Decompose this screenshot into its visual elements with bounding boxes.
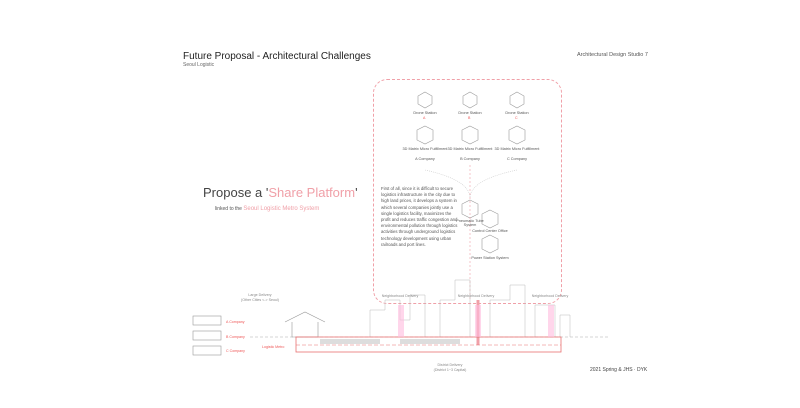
district-delivery: District Delivery bbox=[437, 363, 463, 367]
truck-b-label: B Company bbox=[226, 335, 245, 339]
fulfillment-a-label: 3D Matrix Micro Fulfillment bbox=[402, 147, 448, 151]
drone-b-code: B bbox=[468, 116, 471, 120]
page-title: Future Proposal - Architectural Challeng… bbox=[183, 51, 371, 62]
control-label: Control Center Office bbox=[472, 229, 508, 233]
linked-prefix: linked to the bbox=[215, 206, 242, 212]
large-delivery-label: Large Delivery bbox=[248, 293, 272, 297]
pneumatic-label: Pneumatic Tube System bbox=[456, 219, 484, 227]
fulfillment-a-company: A Company bbox=[415, 157, 435, 161]
fulfillment-c-label: 3D Matrix Micro Fulfillment bbox=[494, 147, 540, 151]
fulfillment-icon bbox=[416, 125, 526, 145]
drone-a-label: Drone Station bbox=[413, 111, 437, 115]
description-text: First of all, since it is difficult to s… bbox=[381, 186, 458, 247]
suffix: ' bbox=[355, 185, 358, 200]
drone-a-code: A bbox=[423, 116, 426, 120]
proposal-heading: Propose a 'Share Platform' bbox=[203, 185, 358, 200]
proposal-subheading: linked to the Seoul Logistic Metro Syste… bbox=[215, 206, 319, 212]
neighborhood-3: Neighborhood Delivery bbox=[531, 294, 569, 298]
page-subtitle: Seoul Logistic bbox=[183, 62, 215, 68]
neighborhood-1: Neighborhood Delivery bbox=[381, 294, 419, 298]
logistic-metro-label: Logistic Metro bbox=[262, 345, 285, 349]
share-platform: Share Platform bbox=[268, 185, 356, 200]
neighborhood-2: Neighborhood Delivery bbox=[457, 294, 495, 298]
fulfillment-c-company: C Company bbox=[506, 157, 528, 161]
drone-b-label: Drone Station bbox=[458, 111, 482, 115]
power-label: Power Station System bbox=[471, 256, 509, 260]
platform-frame bbox=[373, 79, 562, 304]
fulfillment-b-company: B Company bbox=[460, 157, 480, 161]
metro-system: Seoul Logistic Metro System bbox=[243, 206, 320, 212]
truck-icon bbox=[192, 315, 222, 356]
drone-c-code: C bbox=[515, 116, 518, 120]
drone-c-label: Drone Station bbox=[505, 111, 529, 115]
drone-station-icon bbox=[417, 91, 525, 109]
house-icon bbox=[284, 311, 326, 338]
truck-a-label: A Company bbox=[226, 320, 245, 324]
large-delivery-sub: (Other Cities <-> Seoul) bbox=[241, 298, 279, 302]
fulfillment-b-label: 3D Matrix Micro Fulfillment bbox=[447, 147, 493, 151]
truck-c-label: C Company bbox=[226, 349, 245, 353]
studio-label: Architectural Design Studio 7 bbox=[577, 52, 648, 58]
footer-credit: 2021 Spring & JHS · DYK bbox=[590, 367, 648, 373]
district-delivery-sub: (District 1~3 Capital) bbox=[433, 368, 467, 372]
prefix: Propose a ' bbox=[203, 185, 269, 200]
